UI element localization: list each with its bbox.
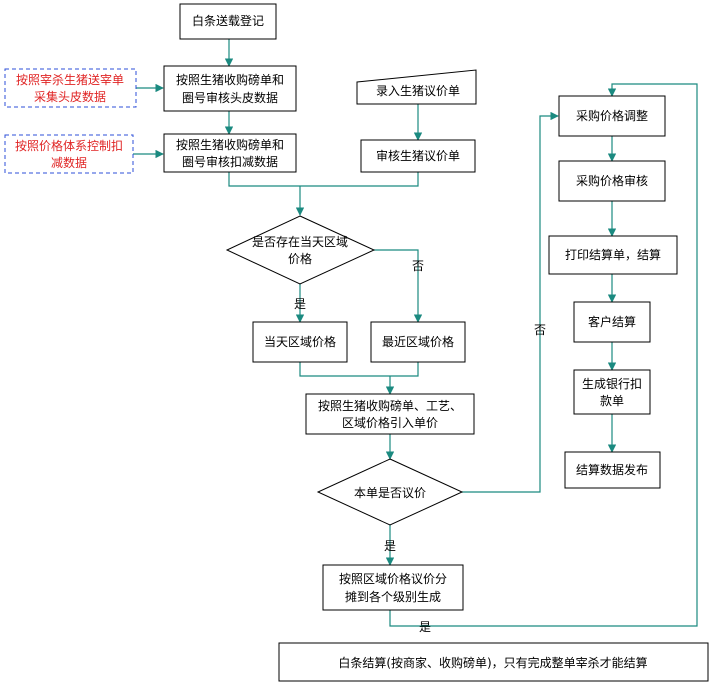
node-purchase-review-label: 采购价格审核 (576, 173, 648, 188)
decision-same-day-line-1: 是否存在当天区域 (252, 235, 348, 249)
note-slaughter-line-2: 采集头皮数据 (34, 89, 106, 104)
decision-negotiate-label: 本单是否议价 (354, 486, 426, 500)
note-slaughter-border (4, 68, 137, 108)
node-publish: 结算数据发布 (564, 451, 661, 489)
node-allocate-line-2: 摊到各个级别生成 (345, 589, 441, 604)
node-purchase-adjust: 采购价格调整 (558, 95, 666, 137)
decision-same-day: 是否存在当天区域 价格 (225, 215, 376, 285)
note-price-system: 按照价格体系控制扣 减数据 (4, 134, 134, 174)
node-publish-label: 结算数据发布 (576, 462, 648, 477)
node-print-settle: 打印结算单，结算 (548, 235, 678, 275)
node-start-label: 白条送载登记 (192, 13, 264, 28)
edge-decision-to-recent (374, 249, 423, 323)
node-review-price-label: 审核生猪议价单 (376, 148, 460, 163)
edge-collect-deduct-merge (228, 172, 300, 187)
node-collect-deduct-line-2: 圈号审核扣减数据 (182, 154, 278, 169)
note-price-system-line-2: 减数据 (51, 155, 87, 170)
node-same-day-price-label: 当天区域价格 (264, 334, 336, 349)
edge-decision-negotiate-to-adjust (462, 111, 559, 493)
decision-negotiate: 本单是否议价 (316, 458, 464, 526)
note-price-system-border (4, 134, 134, 174)
node-recent-price: 最近区域价格 (370, 321, 466, 363)
note-price-system-line-1: 按照价格体系控制扣 (15, 138, 123, 153)
node-collect-head-line-2: 圈号审核头皮数据 (182, 90, 278, 105)
node-input-price: 录入生猪议价单 (356, 69, 477, 105)
node-customer-settle: 客户结算 (573, 301, 651, 343)
node-import-unit-price-line-2: 区域价格引入单价 (342, 415, 438, 430)
node-import-unit-price: 按照生猪收购磅单、工艺、 区域价格引入单价 (305, 393, 475, 435)
node-collect-head: 按照生猪收购磅单和 圈号审核头皮数据 (163, 65, 297, 112)
node-collect-deduct-line-1: 按照生猪收购磅单和 (176, 137, 284, 152)
footer-note: 白条结算(按商家、收购磅单)，只有完成整单宰杀才能结算 (278, 642, 709, 682)
node-import-unit-price-line-1: 按照生猪收购磅单、工艺、 (318, 398, 462, 413)
node-recent-price-label: 最近区域价格 (382, 334, 454, 349)
note-slaughter-line-1: 按照宰杀生猪送宰单 (16, 72, 124, 87)
node-bank-deduct-line-2: 款单 (600, 394, 624, 408)
edge-review-price-merge (300, 172, 419, 187)
edge-label-yes-return: 是 (419, 620, 431, 634)
node-purchase-adjust-label: 采购价格调整 (576, 108, 648, 123)
node-same-day-price: 当天区域价格 (252, 321, 348, 363)
node-allocate-line-1: 按照区域价格议价分 (339, 571, 447, 586)
edge-allocate-loop-to-adjust (389, 83, 698, 627)
node-start: 白条送载登记 (179, 3, 277, 40)
node-customer-settle-label: 客户结算 (588, 314, 636, 329)
node-bank-deduct: 生成银行扣 款单 (573, 369, 651, 415)
node-print-settle-label: 打印结算单，结算 (565, 247, 661, 262)
node-collect-head-line-1: 按照生猪收购磅单和 (176, 72, 284, 87)
edge-label-no-recent: 否 (412, 259, 424, 273)
node-bank-deduct-line-1: 生成银行扣 (582, 377, 642, 391)
edge-same-day-merge (299, 362, 390, 377)
edge-label-yes-same-day: 是 (294, 297, 306, 311)
edge-label-no-negotiate: 否 (534, 323, 546, 337)
node-allocate: 按照区域价格议价分 摊到各个级别生成 (322, 564, 464, 611)
node-review-price: 审核生猪议价单 (360, 139, 476, 173)
node-input-price-label: 录入生猪议价单 (376, 84, 460, 98)
edge-label-yes-negotiate: 是 (384, 539, 396, 553)
footer-note-text: 白条结算(按商家、收购磅单)，只有完成整单宰杀才能结算 (338, 655, 647, 670)
note-slaughter: 按照宰杀生猪送宰单 采集头皮数据 (4, 68, 137, 108)
decision-same-day-line-2: 价格 (288, 251, 312, 266)
node-collect-deduct: 按照生猪收购磅单和 圈号审核扣减数据 (163, 133, 297, 173)
edge-recent-merge (390, 362, 419, 377)
connectors (133, 39, 698, 627)
node-purchase-review: 采购价格审核 (558, 160, 666, 202)
